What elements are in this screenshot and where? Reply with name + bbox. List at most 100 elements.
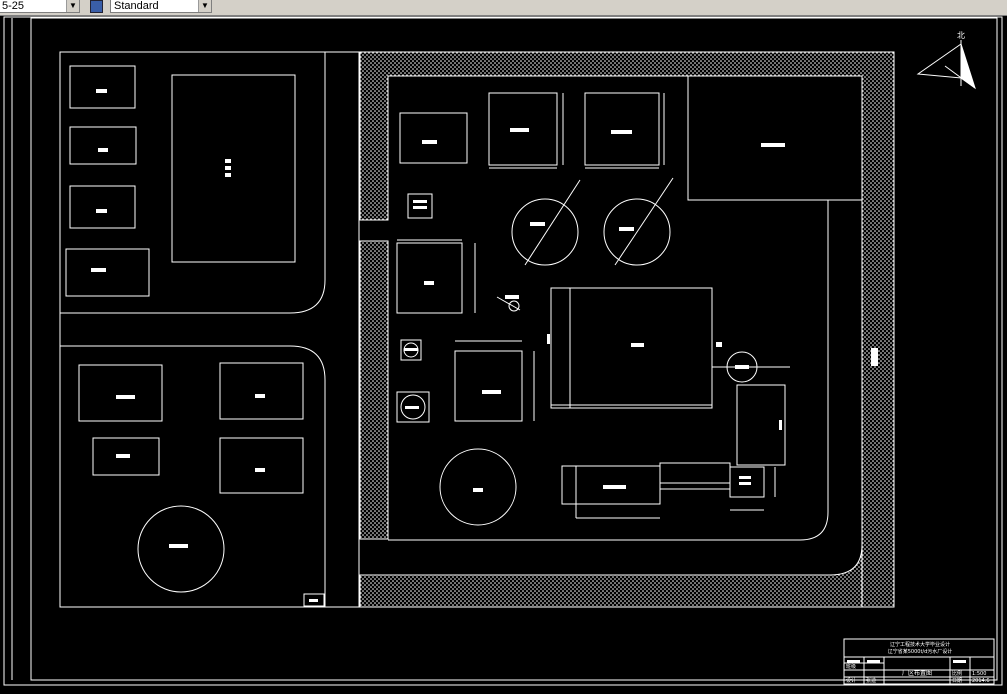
structure-labels — [91, 89, 785, 602]
building-w1 — [69, 65, 136, 109]
tick-main-e — [716, 342, 722, 347]
tank-sw — [137, 505, 225, 593]
title-row-mid-3: 张迪 — [866, 677, 876, 684]
label-tank-se — [473, 488, 483, 492]
label-tank-2 — [405, 406, 419, 409]
gate-mark — [871, 348, 878, 366]
sports-field — [171, 74, 296, 263]
label-sw2 — [255, 394, 265, 398]
label-guard — [309, 599, 318, 602]
label-main — [631, 343, 644, 347]
greenbelt-north-east — [359, 51, 895, 608]
small-tank-2 — [396, 391, 430, 423]
label-p2 — [510, 128, 529, 132]
label-pump-2 — [413, 206, 427, 209]
clarifier-2-pipe — [614, 177, 674, 266]
title-project: 辽宁省某5000t/d污水厂设计 — [888, 648, 953, 655]
building-w3 — [69, 185, 136, 229]
building-w4 — [65, 248, 150, 297]
label-field-2 — [225, 166, 231, 170]
roads — [60, 52, 829, 607]
main-process-building — [550, 287, 713, 409]
textstyle-dropdown-icon[interactable]: ▼ — [198, 0, 211, 12]
small-tank-1 — [400, 339, 422, 361]
title-row-r-1-mark — [953, 660, 966, 663]
inner-frame — [30, 17, 998, 681]
building-sw3 — [92, 437, 160, 476]
structure-p6 — [736, 384, 786, 466]
label-sw4 — [255, 468, 265, 472]
building-sw2 — [219, 362, 304, 420]
dimstyle-dropdown-icon[interactable]: ▼ — [66, 0, 79, 12]
structure-p1 — [399, 112, 468, 164]
label-p3 — [611, 130, 632, 134]
title-block-frame — [843, 638, 995, 685]
title-scale-value: 1:500 — [972, 671, 986, 677]
inner-road-edge — [388, 200, 829, 541]
greenbelt-south — [359, 544, 863, 608]
title-row-left-3: 设计 — [846, 677, 856, 684]
small-pump-house — [407, 193, 433, 219]
label-p5 — [482, 390, 501, 394]
flow-meter-line — [496, 296, 521, 311]
structure-p2 — [488, 92, 558, 166]
title-row-left-1-mark — [847, 660, 860, 663]
title-row-left-1: 班级 — [846, 663, 856, 670]
tank-se — [439, 448, 517, 526]
tick-p6 — [779, 420, 782, 430]
label-sw3 — [116, 454, 130, 458]
label-p4 — [424, 281, 434, 285]
clarifier-2 — [603, 198, 671, 266]
building-w2 — [69, 126, 137, 165]
textstyle-value: Standard — [114, 0, 159, 12]
label-p7-1 — [739, 476, 751, 479]
label-tank-1 — [404, 348, 418, 351]
pipe-gallery — [659, 462, 731, 490]
small-tank-2-circle — [400, 394, 426, 420]
outer-frame — [3, 16, 1003, 686]
title-row-mid-1-mark — [867, 660, 880, 663]
text-style-icon[interactable] — [90, 0, 103, 13]
title-drawing-name: 厂区布置图 — [902, 669, 932, 677]
clarifier-1 — [511, 198, 579, 266]
road-south-edge — [60, 345, 326, 607]
greenbelt-west — [359, 240, 389, 540]
building-sw1 — [78, 364, 163, 422]
label-w4 — [91, 268, 106, 272]
dimension-lines — [397, 93, 790, 519]
north-arrow-icon: 北 — [916, 31, 976, 90]
label-pump-1 — [413, 200, 427, 203]
greenbelt-hatch — [359, 51, 895, 608]
title-date-value: 2014.6 — [972, 678, 990, 684]
cad-toolbar: 5-25 ▼ Standard ▼ — [0, 0, 1007, 16]
label-meter — [505, 295, 519, 299]
label-clarifier-2 — [619, 227, 634, 231]
west-buildings — [65, 65, 325, 607]
road-north-edge — [60, 52, 326, 314]
label-office — [761, 143, 785, 147]
label-w3 — [96, 209, 107, 213]
title-date-label: 日期 — [952, 678, 962, 684]
title-school: 辽宁工程技术大学毕业设计 — [890, 641, 950, 648]
label-sw1 — [116, 395, 135, 399]
dimstyle-combo[interactable]: 5-25 ▼ — [0, 0, 80, 13]
structure-p5 — [454, 350, 523, 422]
label-w2 — [98, 148, 108, 152]
dimstyle-value: 5-25 — [2, 0, 25, 12]
label-p7-2 — [739, 482, 751, 485]
label-p8 — [603, 485, 626, 489]
process-structures — [396, 76, 862, 526]
label-field-3 — [225, 173, 231, 177]
site-plan-drawing[interactable]: 北 辽宁工程技术大学毕业设计 辽宁省某5000t/d污水厂设计 厂区布置图 班级… — [0, 16, 1007, 690]
flow-meter-symbol — [508, 300, 520, 312]
guard-house — [303, 593, 325, 607]
label-well — [735, 365, 749, 369]
structure-p3 — [584, 92, 660, 166]
building-sw4 — [219, 437, 304, 494]
label-w1 — [96, 89, 107, 93]
structure-p4 — [396, 242, 463, 314]
textstyle-combo[interactable]: Standard ▼ — [110, 0, 212, 13]
site-boundary — [59, 51, 895, 608]
drawing-canvas[interactable]: 北 辽宁工程技术大学毕业设计 辽宁省某5000t/d污水厂设计 厂区布置图 班级… — [0, 16, 1007, 690]
label-field-1 — [225, 159, 231, 163]
